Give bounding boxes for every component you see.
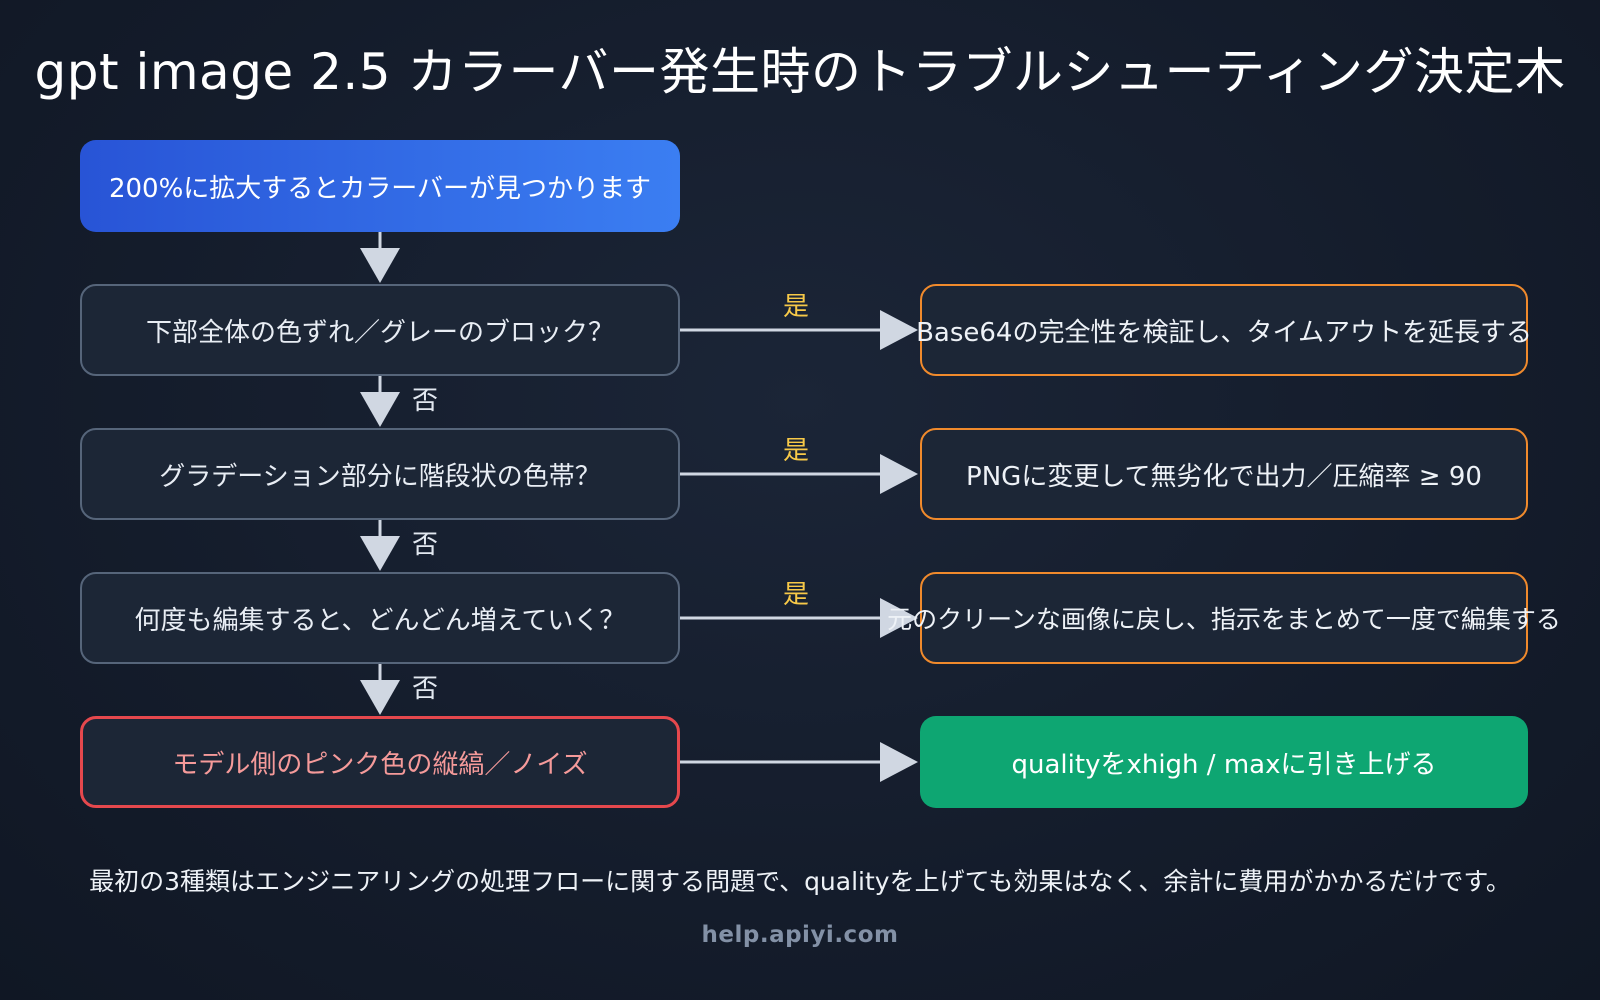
question-node-2: グラデーション部分に階段状の色帯？: [80, 428, 680, 520]
solution-label: Base64の完全性を検証し、タイムアウトを延長する: [916, 317, 1532, 348]
question-label: 下部全体の色ずれ／グレーのブロック？: [145, 317, 614, 348]
question-node-3: 何度も編集すると、どんどん増えていく？: [80, 572, 680, 664]
connector-q3-to-solution3: [680, 598, 918, 638]
connector-q1-to-solution1: [680, 310, 918, 350]
question-label: グラデーション部分に階段状の色帯？: [159, 461, 601, 492]
connector-cause-to-final: [680, 742, 918, 782]
connector-q3-to-cause: [360, 664, 400, 715]
connector-q2-to-solution2: [680, 454, 918, 494]
connector-q2-to-q3: [360, 520, 400, 571]
yes-label-1: 是: [782, 292, 809, 322]
yes-label-2: 是: [782, 436, 809, 466]
solution-node-2: PNGに変更して無劣化で出力／圧縮率 ≥ 90: [920, 428, 1528, 520]
connector-start-to-q1: [360, 232, 400, 283]
solution-label: 元のクリーンな画像に戻し、指示をまとめて一度で編集する: [887, 605, 1561, 634]
question-node-1: 下部全体の色ずれ／グレーのブロック？: [80, 284, 680, 376]
source-watermark: help.apiyi.com: [701, 922, 899, 948]
diagram-title: gpt image 2.5 カラーバー発生時のトラブルシューティング決定木: [34, 43, 1566, 101]
solution-label: PNGに変更して無劣化で出力／圧縮率 ≥ 90: [966, 461, 1482, 492]
no-label-2: 否: [412, 530, 439, 560]
solution-node-3: 元のクリーンな画像に戻し、指示をまとめて一度で編集する: [887, 572, 1561, 664]
solution-node-1: Base64の完全性を検証し、タイムアウトを延長する: [916, 284, 1532, 376]
yes-label-3: 是: [782, 580, 809, 610]
start-node: 200%に拡大するとカラーバーが見つかります: [80, 140, 680, 232]
no-label-3: 否: [412, 674, 439, 704]
start-node-label: 200%に拡大するとカラーバーが見つかります: [108, 173, 652, 204]
cause-label: モデル側のピンク色の縦縞／ノイズ: [172, 749, 588, 780]
final-action-node: qualityをxhigh / maxに引き上げる: [920, 716, 1528, 808]
cause-node: モデル側のピンク色の縦縞／ノイズ: [80, 716, 680, 808]
question-label: 何度も編集すると、どんどん増えていく？: [134, 605, 626, 636]
no-label-1: 否: [412, 386, 439, 416]
final-action-label: qualityをxhigh / maxに引き上げる: [1011, 749, 1437, 780]
connector-q1-to-q2: [360, 376, 400, 427]
footnote-text: 最初の3種類はエンジニアリングの処理フローに関する問題で、qualityを上げて…: [89, 867, 1511, 896]
